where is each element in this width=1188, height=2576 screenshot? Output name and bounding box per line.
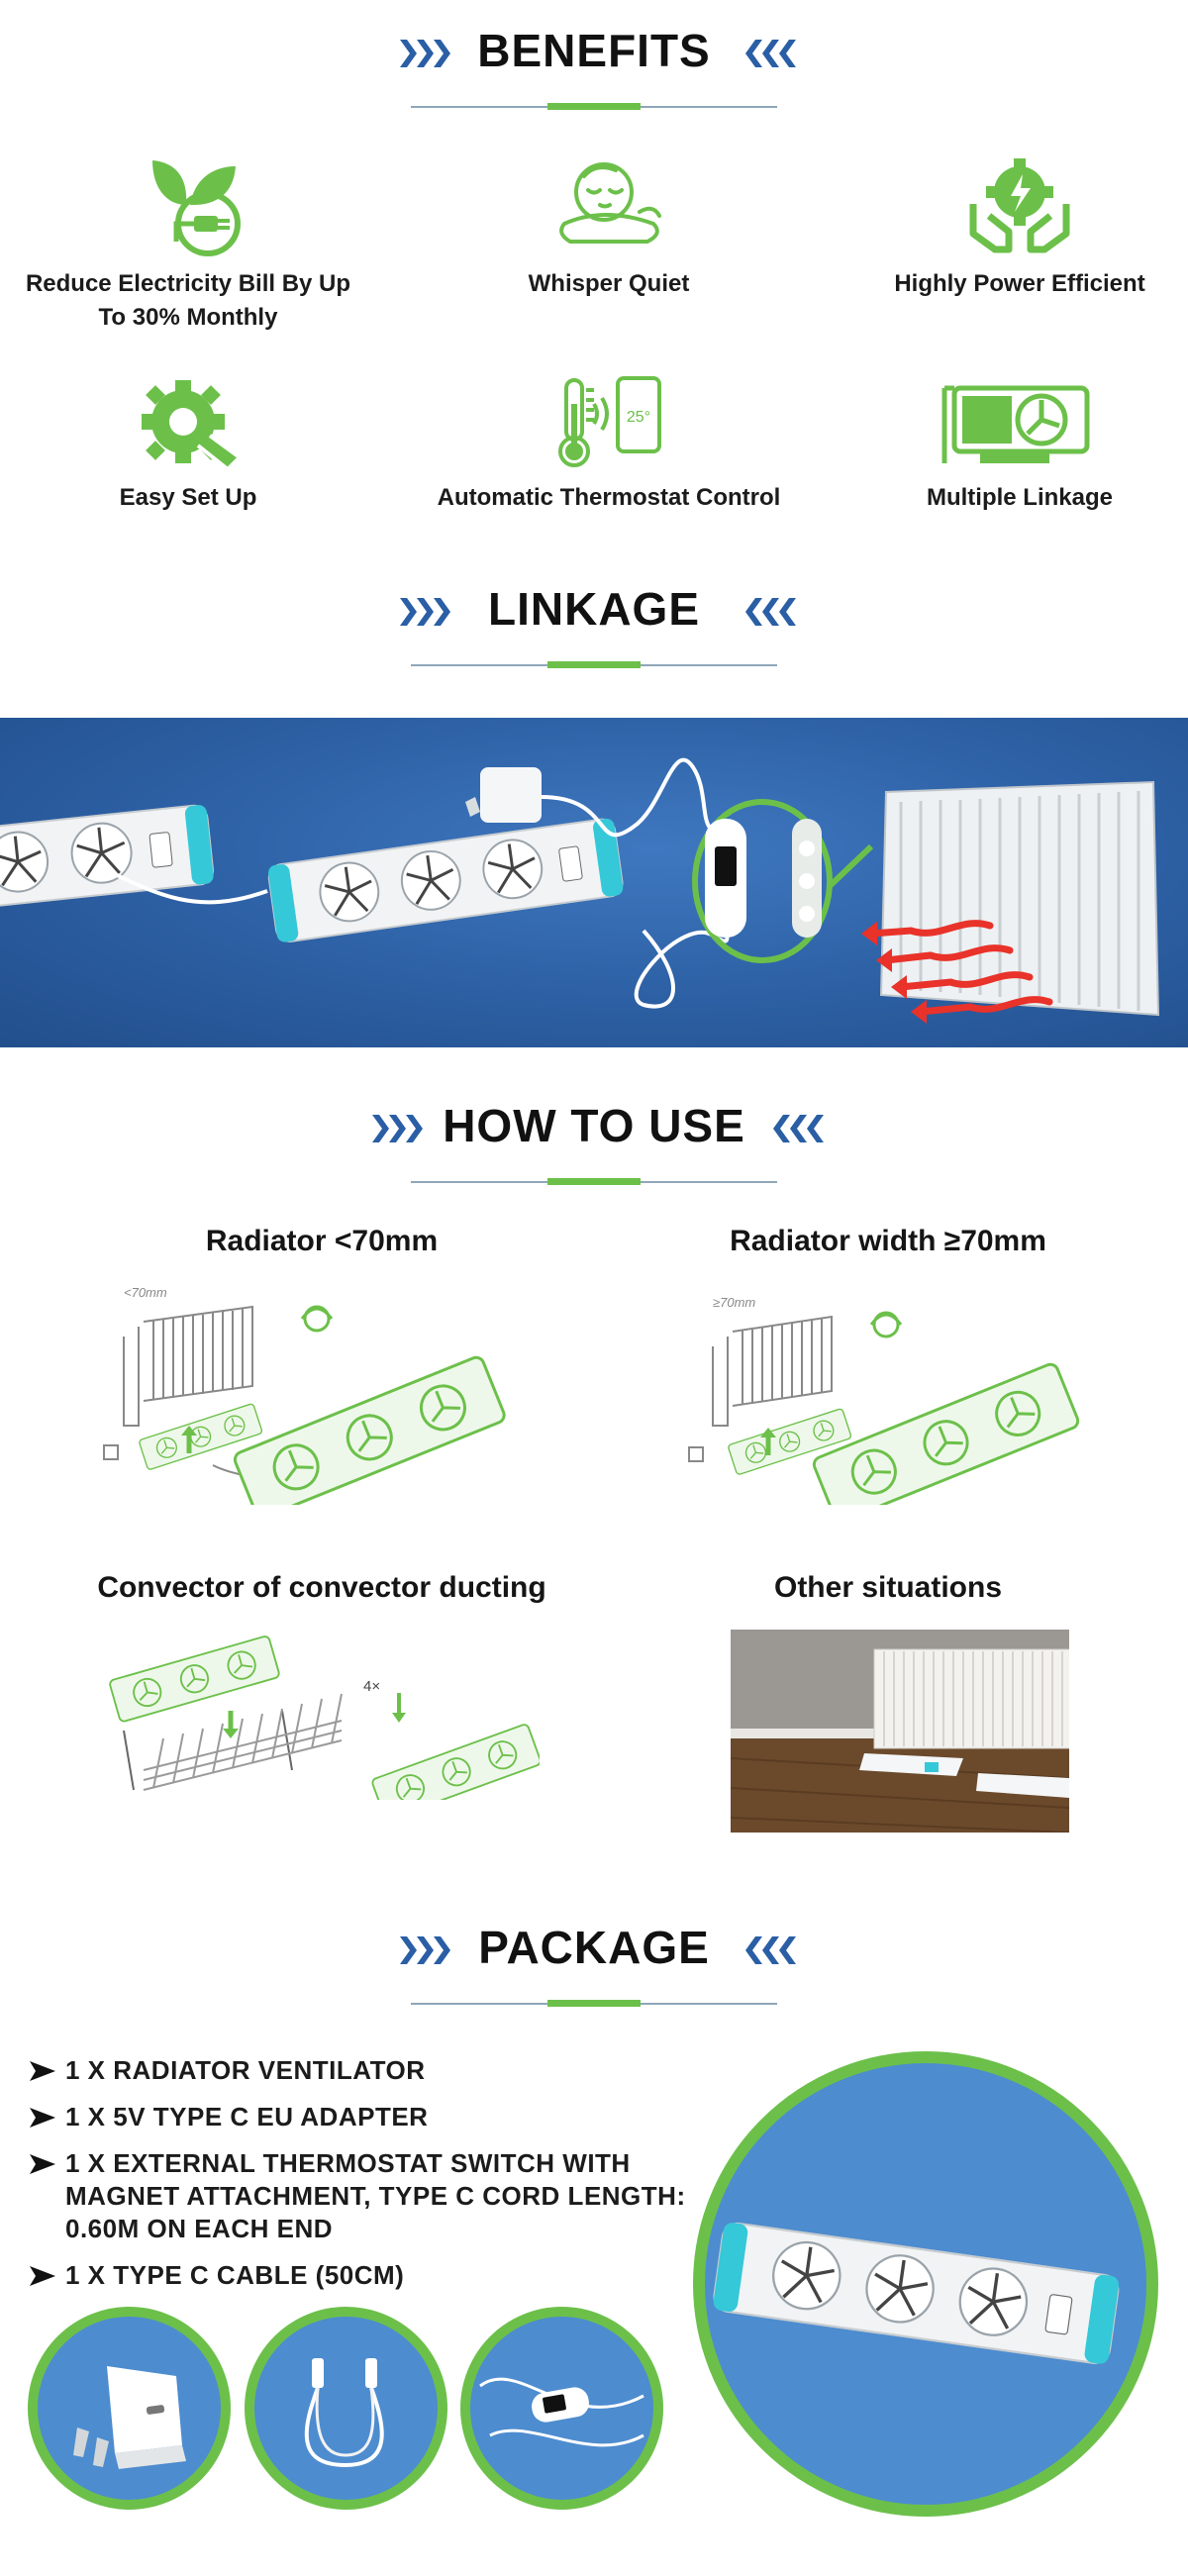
sleeping-baby-icon [559,162,661,244]
benefit-item: Multiple Linkage [851,374,1188,515]
chevron-left-icon [745,1936,796,1964]
benefit-item: Whisper Quiet [421,150,797,301]
package-item-text: 1 X RADIATOR VENTILATOR [65,2055,426,2085]
benefit-label: Easy Set Up [119,484,257,511]
package-item: 1 X TYPE C CABLE (50CM) [30,2259,693,2292]
package-item-text: 1 X EXTERNAL THERMOSTAT SWITCH WITH MAGN… [65,2148,686,2243]
section-heading: BENEFITS [477,25,711,76]
arrow-right-icon [30,2108,55,2128]
linkage-section-title: LINKAGE [0,572,1188,681]
package-item: 1 X RADIATOR VENTILATOR [30,2054,693,2087]
measurement-label: ≥70mm [713,1295,755,1310]
linkage-banner-image [0,718,1188,1047]
usecase-title: Other situations [773,1571,1003,1604]
arrow-right-icon [30,2154,55,2174]
package-item: 1 X EXTERNAL THERMOSTAT SWITCH WITH MAGN… [30,2147,693,2245]
section-heading: HOW TO USE [443,1100,745,1151]
usecase-title: Radiator <70mm [205,1225,439,1257]
fan-unit [0,802,216,923]
benefit-item: Easy Set Up [0,374,376,515]
divider-accent [547,2000,641,2007]
package-list: 1 X RADIATOR VENTILATOR 1 X 5V TYPE C EU… [30,2054,693,2306]
thermostat-reading: 25° [627,409,650,426]
quantity-label: 4× [363,1678,380,1695]
heat-arrows [867,920,1053,1016]
room-photo [731,1630,1069,1833]
divider-accent [547,661,641,668]
cable-image [245,2307,447,2510]
benefit-item: Highly Power Efficient [851,150,1188,301]
chevron-left-icon [745,40,796,67]
chevron-left-icon [745,598,796,626]
usecase-title: Convector of convector ducting [97,1571,546,1604]
how-to-use-section-title: HOW TO USE [0,1089,1188,1198]
benefit-item: Reduce Electricity Bill By Up To 30% Mon… [0,150,376,335]
chevron-left-icon [773,1115,824,1142]
benefit-label: Reduce Electricity Bill By Up To 30% Mon… [25,270,351,331]
fan-unit [976,1773,1069,1798]
benefit-label: Automatic Thermostat Control [437,484,781,511]
install-diagram-wide: ≥70mm [688,1295,1082,1505]
product-image [693,2051,1158,2517]
gear-wrench-icon [142,380,244,472]
adapter-image [28,2307,231,2510]
package-item-text: 1 X 5V TYPE C EU ADAPTER [65,2102,429,2131]
benefit-label: Highly Power Efficient [894,270,1145,297]
hands-gear-bolt-icon [969,158,1070,253]
benefit-label: Whisper Quiet [528,270,690,297]
thermostat-switch-image [460,2307,663,2510]
fan-unit [859,1753,963,1776]
plant-plug-icon [152,160,241,256]
power-adapter [465,767,542,823]
section-heading: PACKAGE [478,1922,710,1973]
usecase-title: Radiator width ≥70mm [730,1225,1046,1257]
measurement-label: <70mm [124,1285,167,1300]
install-diagram-convector: 4× [108,1634,540,1800]
radiator [879,780,1160,1017]
benefits-section-title: BENEFITS [0,14,1188,123]
package-item-text: 1 X TYPE C CABLE (50CM) [65,2260,405,2290]
arrow-right-icon [30,2266,55,2286]
thermostat-switch [692,799,874,963]
divider-accent [547,1178,641,1185]
benefit-label: Multiple Linkage [926,484,1113,511]
fan-card-icon [941,385,1090,463]
benefit-item: 25° Automatic Thermostat Control [421,374,797,515]
arrow-right-icon [30,2061,55,2081]
package-section-title: PACKAGE [0,1911,1188,2020]
section-heading: LINKAGE [488,583,700,635]
install-diagram-narrow: <70mm [103,1285,509,1505]
divider-accent [547,103,641,110]
package-item: 1 X 5V TYPE C EU ADAPTER [30,2101,693,2133]
thermometer-phone-icon: 25° [558,376,661,467]
fan-unit [265,816,626,945]
